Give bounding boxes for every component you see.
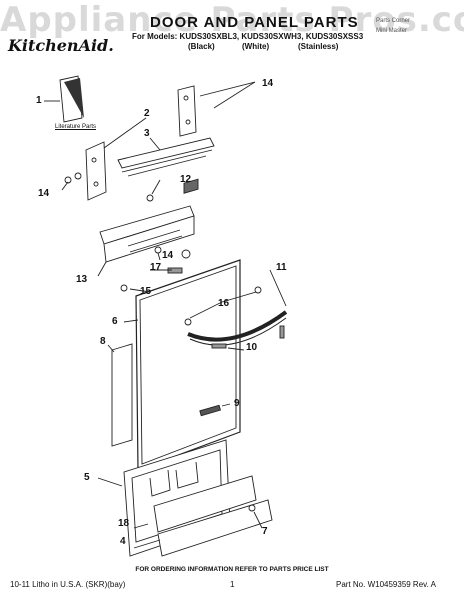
- callout-1: 1: [36, 95, 42, 106]
- callout-4: 4: [120, 536, 126, 547]
- callout-3: 3: [144, 128, 150, 139]
- brand-logo: KitchenAid.: [8, 36, 114, 55]
- page-title: DOOR AND PANEL PARTS: [150, 14, 359, 31]
- variant-black: (Black): [188, 42, 215, 51]
- callout-5: 5: [84, 472, 90, 483]
- callout-10: 10: [246, 342, 258, 353]
- callout-2: 2: [144, 108, 150, 119]
- callout-9: 9: [234, 398, 240, 409]
- toe-panel: [97, 439, 273, 557]
- callout-6: 6: [112, 316, 118, 327]
- callout-14: 14: [162, 250, 174, 261]
- footer-part-number: Part No. W10459359 Rev. A: [336, 580, 436, 589]
- insulation-pad: [107, 343, 133, 447]
- right-bracket: [177, 81, 256, 137]
- service-note-line: Parts Corner: [376, 18, 411, 24]
- variant-stainless: (Stainless): [298, 42, 339, 51]
- callout-17: 17: [150, 262, 162, 273]
- left-bracket: [61, 117, 147, 201]
- top-rail: [117, 137, 215, 202]
- literature-caption: Literature Parts: [55, 124, 97, 130]
- callout-12: 12: [180, 174, 192, 185]
- callout-15: 15: [140, 286, 152, 297]
- callout-11: 11: [276, 262, 287, 273]
- door-handle: [184, 269, 288, 351]
- callout-8: 8: [100, 336, 106, 347]
- callout-14: 14: [262, 78, 274, 89]
- callout-14: 14: [38, 188, 50, 199]
- footer-litho: 10-11 Litho in U.S.A. (SKR)(bay): [10, 580, 126, 589]
- footer-page-number: 1: [230, 580, 235, 589]
- literature-parts: [44, 75, 84, 123]
- ordering-note: FOR ORDERING INFORMATION REFER TO PARTS …: [135, 566, 329, 573]
- mount-parts: [120, 249, 191, 293]
- door-panel: [123, 259, 241, 471]
- control-panel: [97, 178, 199, 277]
- callout-16: 16: [218, 298, 230, 309]
- service-note-line: Mini Master: [376, 28, 408, 34]
- callout-7: 7: [262, 526, 268, 537]
- service-note: Parts Corner Mini Master: [376, 16, 410, 36]
- callout-13: 13: [76, 274, 88, 285]
- variant-white: (White): [242, 42, 270, 51]
- models-line: For Models: KUDS30SXBL3, KUDS30SXWH3, KU…: [132, 32, 364, 41]
- vent-strip: [199, 403, 231, 417]
- watermark: Appliance Parts Pros.com: [0, 0, 464, 40]
- callout-18: 18: [118, 518, 130, 529]
